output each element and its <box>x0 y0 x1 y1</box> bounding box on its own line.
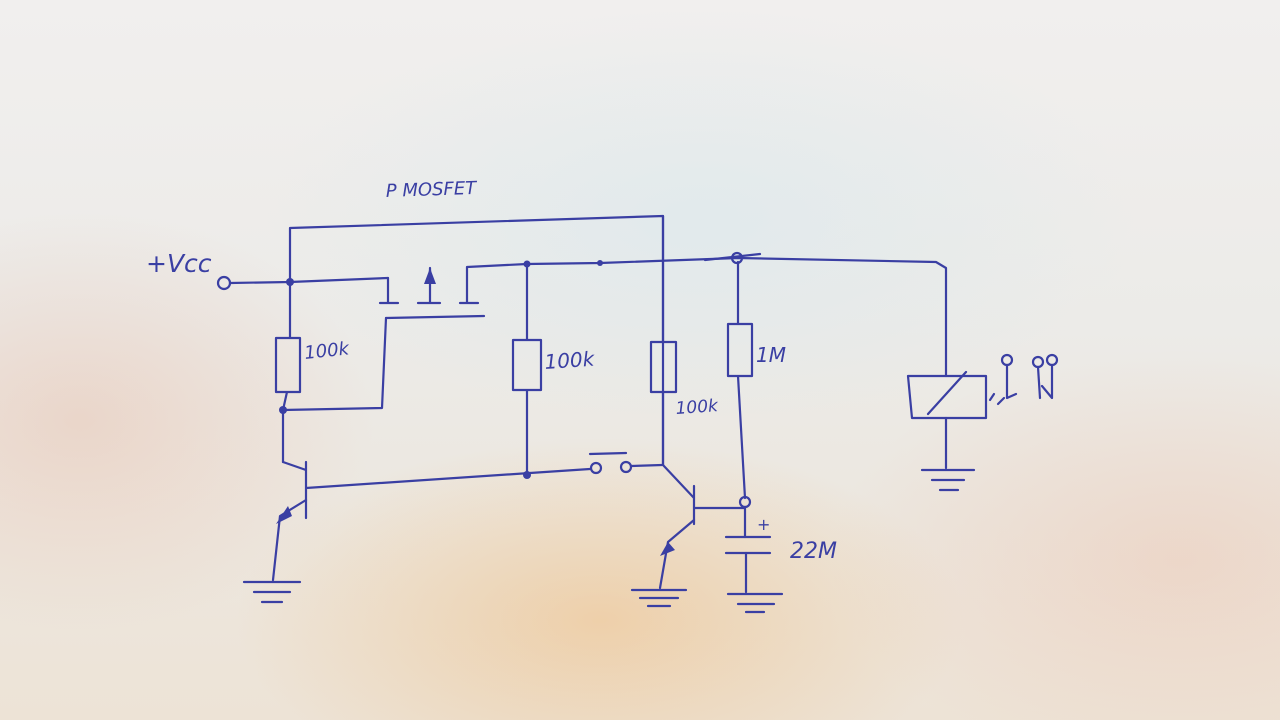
r1-label: 100k <box>303 338 351 364</box>
vcc-terminal <box>216 275 232 291</box>
capacitor-polarity-label: + <box>757 515 770 534</box>
push-button-switch <box>528 451 664 475</box>
ground-left <box>242 580 302 604</box>
resistor-r3 <box>649 214 678 467</box>
capacitor-22m <box>724 505 772 594</box>
r3-label: 100k <box>675 396 720 419</box>
relay-symbol <box>906 353 1059 470</box>
ground-relay <box>920 468 976 492</box>
ground-right-transistor <box>630 588 688 608</box>
output-rail <box>525 256 948 378</box>
mosfet-label: P MOSFET <box>385 178 478 202</box>
resistor-r2 <box>511 262 543 477</box>
transistor-left <box>271 460 532 582</box>
vcc-label: +Vcc <box>146 249 212 278</box>
resistor-r1 <box>274 280 302 464</box>
ground-capacitor <box>726 592 784 614</box>
resistor-r4 <box>726 260 754 500</box>
r4-label: 1M <box>756 343 786 367</box>
junction-dot-mid <box>597 260 603 266</box>
vcc-wire <box>228 276 390 285</box>
junction-dot-r1 <box>279 406 287 414</box>
capacitor-label: 22M <box>790 539 837 564</box>
rail-crossing-mark <box>703 252 762 262</box>
p-mosfet-symbol <box>378 262 529 320</box>
r2-label: 100k <box>544 346 597 374</box>
transistor-right <box>658 463 747 590</box>
gate-wire <box>281 316 388 412</box>
